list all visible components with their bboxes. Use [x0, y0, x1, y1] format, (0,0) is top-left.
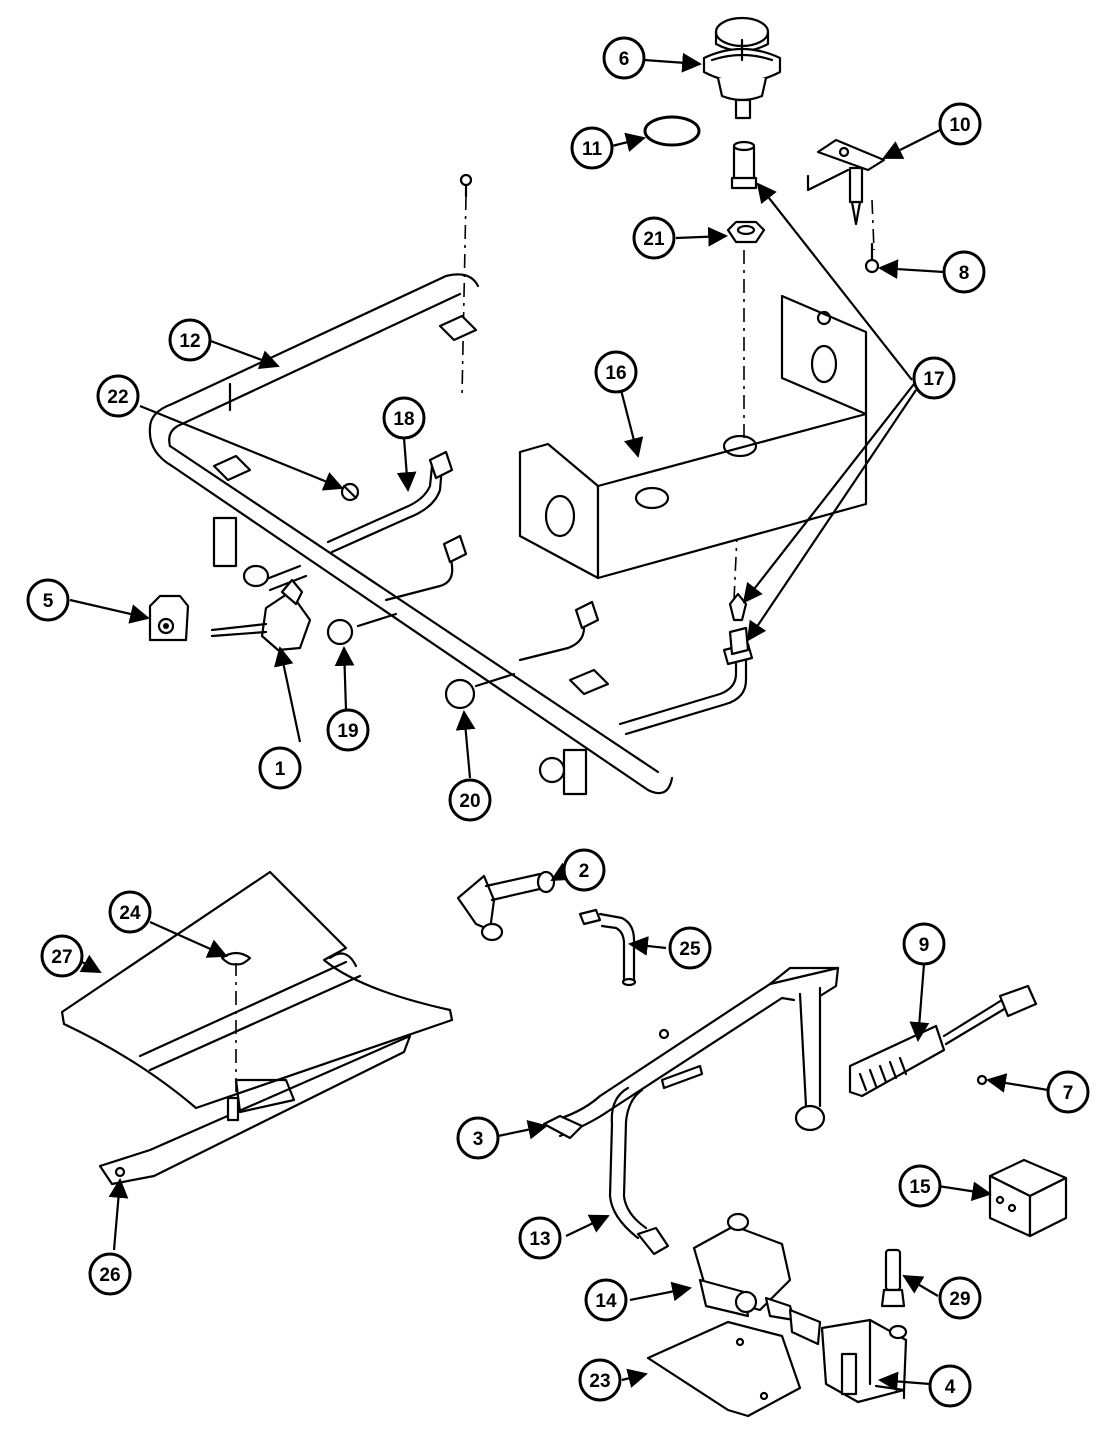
o-ring	[643, 115, 701, 147]
screw-manifold	[340, 482, 360, 502]
burner-manifold-assembly	[148, 16, 886, 796]
callout-19: 19	[326, 708, 370, 752]
svg-text:13: 13	[529, 1229, 550, 1250]
svg-text:15: 15	[909, 1177, 931, 1198]
svg-text:2: 2	[579, 861, 590, 882]
svg-text:18: 18	[393, 409, 414, 430]
callout-18: 18	[382, 396, 426, 440]
svg-text:4: 4	[945, 1377, 956, 1398]
pressure-regulator	[692, 1212, 796, 1322]
orifice-top	[730, 140, 758, 190]
svg-text:16: 16	[605, 363, 626, 384]
callout-14: 14	[584, 1278, 628, 1322]
callout-22: 22	[96, 374, 140, 418]
burner-box-bracket	[518, 294, 868, 580]
callout-12: 12	[168, 318, 212, 362]
svg-text:9: 9	[919, 935, 930, 956]
svg-text:21: 21	[643, 229, 665, 250]
svg-text:19: 19	[337, 721, 358, 742]
burner-baffle-plate	[60, 870, 454, 1110]
svg-text:14: 14	[595, 1291, 617, 1312]
hex-nut	[726, 220, 766, 244]
svg-text:20: 20	[459, 791, 480, 812]
callout-2: 2	[562, 848, 606, 892]
flex-tube-elbow	[578, 908, 637, 987]
callout-4: 4	[928, 1364, 972, 1408]
callout-16: 16	[594, 350, 638, 394]
callout-24: 24	[108, 890, 152, 934]
svg-text:25: 25	[679, 939, 701, 960]
callout-17: 17	[912, 356, 956, 400]
top-burner-head	[702, 16, 782, 120]
callout-3: 3	[456, 1116, 500, 1160]
oven-gas-assembly	[456, 870, 1068, 1418]
oven-burner-tube	[542, 966, 840, 1140]
svg-text:17: 17	[923, 369, 944, 390]
callout-leaders	[69, 52, 1049, 1392]
callout-1: 1	[258, 746, 302, 790]
thermostat-bulb	[880, 1248, 906, 1308]
callout-25: 25	[668, 926, 712, 970]
callout-15: 15	[898, 1164, 942, 1208]
callout-27: 27	[40, 934, 84, 978]
callout-5: 5	[26, 578, 70, 622]
callout-7: 7	[1046, 1070, 1090, 1114]
svg-text:10: 10	[949, 115, 970, 136]
callout-6: 6	[602, 36, 646, 80]
callout-10: 10	[938, 102, 982, 146]
svg-text:5: 5	[43, 591, 54, 612]
gas-supply-tube	[608, 1086, 670, 1256]
svg-text:11: 11	[582, 139, 603, 160]
callout-8: 8	[942, 250, 986, 294]
svg-text:7: 7	[1063, 1083, 1074, 1104]
callout-labels: 1 2 3 4 5 6 7 8 9 10 11 12 13 14 15 16 1…	[26, 36, 1090, 1408]
svg-text:3: 3	[473, 1129, 484, 1150]
svg-text:12: 12	[179, 331, 200, 352]
valve-mounting-plate	[646, 1320, 802, 1418]
oven-igniter	[848, 984, 1038, 1098]
screw-top	[459, 173, 473, 198]
svg-text:27: 27	[51, 947, 72, 968]
callout-26: 26	[88, 1252, 132, 1296]
callout-11: 11	[570, 126, 614, 170]
spark-module-block	[988, 1158, 1068, 1238]
spring-clip	[220, 951, 252, 966]
valve-bracket	[148, 594, 190, 642]
callout-29: 29	[938, 1276, 982, 1320]
valve-lever	[210, 578, 312, 652]
svg-text:8: 8	[959, 263, 970, 284]
pilot-fitting	[456, 870, 556, 942]
callout-13: 13	[518, 1216, 562, 1260]
svg-text:26: 26	[99, 1265, 120, 1286]
orifice-lower	[728, 592, 750, 656]
svg-text:29: 29	[949, 1289, 970, 1310]
tiny-screw	[976, 1074, 988, 1086]
svg-text:6: 6	[619, 49, 630, 70]
svg-text:24: 24	[119, 903, 141, 924]
svg-text:22: 22	[107, 387, 128, 408]
callout-23: 23	[578, 1358, 622, 1402]
oven-valve	[788, 1308, 908, 1404]
burner-feed-tubes	[212, 450, 754, 796]
igniter-bracket	[806, 138, 886, 226]
screw-small	[864, 242, 880, 274]
gas-manifold-tube	[148, 273, 674, 795]
callout-21: 21	[632, 216, 676, 260]
svg-text:23: 23	[589, 1371, 610, 1392]
svg-text:1: 1	[275, 759, 286, 780]
callout-9: 9	[902, 922, 946, 966]
callout-20: 20	[448, 778, 492, 822]
